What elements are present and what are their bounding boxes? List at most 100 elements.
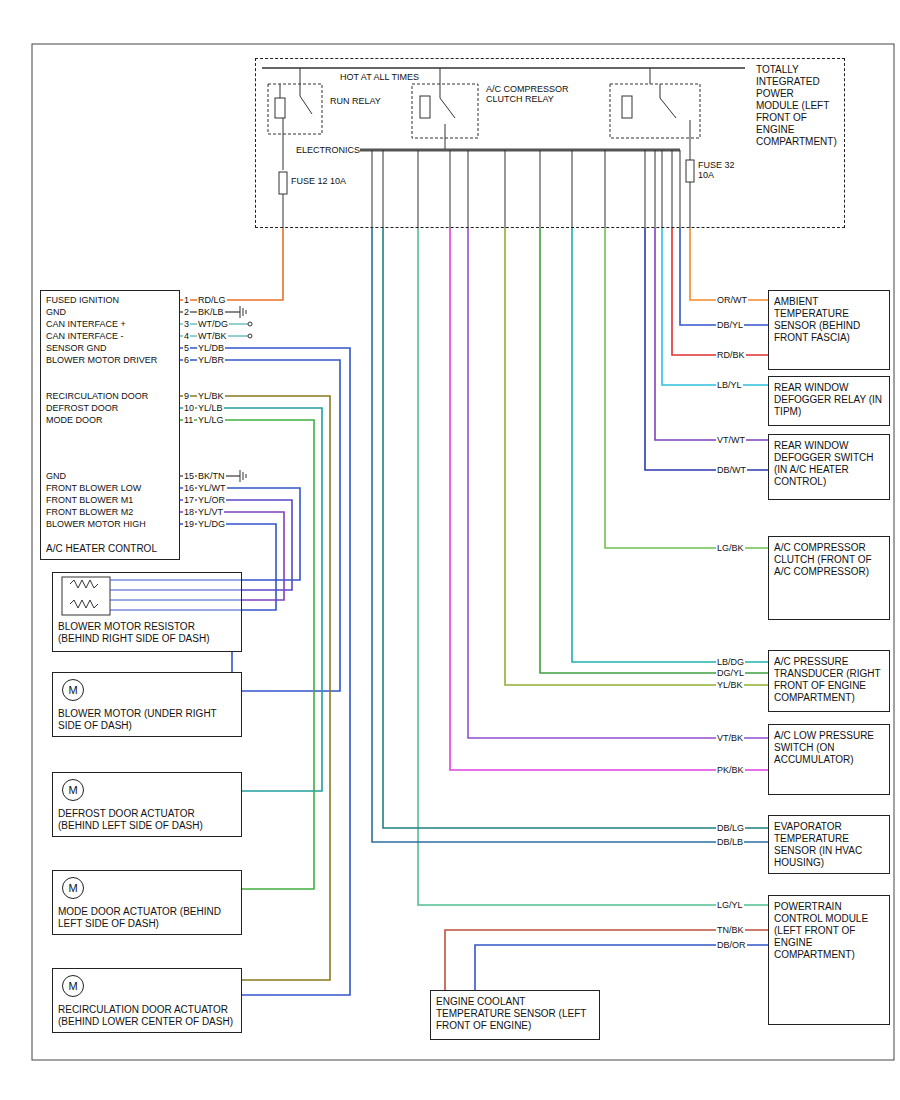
- wire-color: RD/BK: [716, 350, 746, 360]
- control-module: POWERTRAIN CONTROL MODULE (LEFT FRONT OF…: [768, 895, 890, 1025]
- wire: [450, 228, 768, 770]
- pin-name: DEFROST DOOR: [46, 403, 118, 413]
- wire: [540, 228, 768, 673]
- resistor-block: BLOWER MOTOR RESISTOR (BEHIND RIGHT SIDE…: [52, 572, 242, 652]
- wire: [680, 228, 768, 325]
- actuator-box: M DEFROST DOOR ACTUATOR (BEHIND LEFT SIDE…: [52, 772, 242, 837]
- wire-color: YL/LG: [197, 415, 225, 425]
- wire-color: WT/DG: [197, 319, 229, 329]
- wire-color: DB/LB: [716, 837, 744, 847]
- pin-number: 1: [183, 295, 190, 305]
- motor-symbol: M: [62, 779, 84, 801]
- pin-number: 18: [183, 507, 195, 517]
- pin-name: BLOWER MOTOR HIGH: [46, 519, 146, 529]
- sensor-box: ENGINE COOLANT TEMPERATURE SENSOR (LEFT …: [430, 990, 600, 1040]
- wire-color: DG/YL: [716, 668, 745, 678]
- motor-symbol: M: [62, 877, 84, 899]
- pin-number: 11: [183, 415, 194, 425]
- wire: [180, 408, 322, 791]
- wire-color: LG/YL: [716, 900, 744, 910]
- motor-symbol: M: [62, 975, 84, 997]
- wire: [231, 652, 233, 672]
- actuator-box: M MODE DOOR ACTUATOR (BEHIND LEFT SIDE OF…: [52, 870, 242, 935]
- wire: [468, 228, 768, 738]
- switch-box: A/C LOW PRESSURE SWITCH (ON ACCUMULATOR): [768, 724, 890, 795]
- component-label: MODE DOOR ACTUATOR (BEHIND LEFT SIDE OF …: [58, 906, 236, 930]
- wire-color: YL/BK: [716, 680, 744, 690]
- wire: [605, 228, 768, 548]
- wire: [655, 228, 768, 440]
- component-label: A/C LOW PRESSURE SWITCH (ON ACCUMULATOR): [774, 730, 884, 766]
- wire: [180, 420, 314, 889]
- pin-name: GND: [46, 307, 66, 317]
- power-module: TOTALLY INTEGRATED POWER MODULE (LEFT FR…: [255, 58, 845, 228]
- wire: [505, 228, 768, 685]
- wire-color: LG/BK: [716, 543, 745, 553]
- wire: [662, 228, 768, 385]
- wire-color: RD/LG: [197, 295, 227, 305]
- wire-color: YL/BK: [197, 391, 225, 401]
- pin-number: 6: [183, 355, 190, 365]
- wire-color: YL/DB: [197, 343, 225, 353]
- pin-number: 19: [183, 519, 195, 529]
- wire: [180, 512, 284, 600]
- pin-number: 9: [183, 391, 190, 401]
- pin-name: GND: [46, 471, 66, 481]
- relay-label: RUN RELAY: [330, 96, 381, 106]
- fuse-label: FUSE 32 10A: [698, 160, 742, 180]
- component-label: EVAPORATOR TEMPERATURE SENSOR (IN HVAC H…: [774, 821, 884, 869]
- component-label: A/C PRESSURE TRANSDUCER (RIGHT FRONT OF …: [774, 656, 884, 704]
- relay-box: REAR WINDOW DEFOGGER RELAY (IN TIPM): [768, 376, 890, 426]
- wire-color: OR/WT: [716, 295, 748, 305]
- pin-name: RECIRCULATION DOOR: [46, 391, 148, 401]
- pin-number: 4: [183, 331, 190, 341]
- pin-number: 16: [183, 483, 195, 493]
- component-label: ENGINE COOLANT TEMPERATURE SENSOR (LEFT …: [436, 996, 594, 1032]
- wire-color: VT/BK: [716, 733, 744, 743]
- sensor-box: EVAPORATOR TEMPERATURE SENSOR (IN HVAC H…: [768, 815, 890, 874]
- wire: [690, 228, 768, 300]
- component-label: DEFROST DOOR ACTUATOR (BEHIND LEFT SIDE …: [58, 808, 236, 832]
- fuse-label: FUSE 12 10A: [291, 176, 346, 186]
- wire-color: PK/BK: [716, 765, 745, 775]
- wire: [672, 228, 768, 355]
- pin-name: BLOWER MOTOR DRIVER: [46, 355, 157, 365]
- wire-color: YL/BR: [197, 355, 225, 365]
- component-label: A/C COMPRESSOR CLUTCH (FRONT OF A/C COMP…: [774, 542, 884, 578]
- wire-color: BK/LB: [197, 307, 225, 317]
- wire-color: DB/YL: [716, 320, 744, 330]
- component-label: POWERTRAIN CONTROL MODULE (LEFT FRONT OF…: [774, 901, 884, 961]
- bus-label: HOT AT ALL TIMES: [340, 72, 419, 82]
- motor-box: M BLOWER MOTOR (UNDER RIGHT SIDE OF DASH): [52, 672, 242, 737]
- wire-color: TN/BK: [716, 925, 745, 935]
- pin-number: 15: [183, 471, 195, 481]
- sensor-box: AMBIENT TEMPERATURE SENSOR (BEHIND FRONT…: [768, 290, 890, 370]
- pin-name: FRONT BLOWER LOW: [46, 483, 141, 493]
- pin-number: 2: [183, 307, 190, 317]
- component-label: BLOWER MOTOR RESISTOR (BEHIND RIGHT SIDE…: [58, 621, 236, 645]
- clutch-box: A/C COMPRESSOR CLUTCH (FRONT OF A/C COMP…: [768, 536, 890, 620]
- pin-name: FUSED IGNITION: [46, 295, 119, 305]
- component-label: REAR WINDOW DEFOGGER RELAY (IN TIPM): [774, 382, 884, 418]
- wire-color: YL/OR: [197, 495, 226, 505]
- component-label: BLOWER MOTOR (UNDER RIGHT SIDE OF DASH): [58, 708, 236, 732]
- module-label: ELECTRONICS: [296, 145, 360, 155]
- wire: [180, 488, 300, 580]
- switch-box: REAR WINDOW DEFOGGER SWITCH (IN A/C HEAT…: [768, 434, 890, 500]
- wire-color: YL/DG: [197, 519, 226, 529]
- component-label: REAR WINDOW DEFOGGER SWITCH (IN A/C HEAT…: [774, 440, 884, 488]
- wire: [180, 524, 276, 610]
- actuator-box: MRECIRCULATION DOOR ACTUATOR (BEHIND LOW…: [52, 968, 242, 1033]
- wire-color: DB/LG: [716, 823, 745, 833]
- motor-symbol: M: [62, 679, 84, 701]
- wire: [180, 228, 283, 300]
- wire: [445, 930, 768, 990]
- component-label: AMBIENT TEMPERATURE SENSOR (BEHIND FRONT…: [774, 296, 884, 344]
- pin-name: CAN INTERFACE +: [46, 319, 126, 329]
- component-label: TOTALLY INTEGRATED POWER MODULE (LEFT FR…: [756, 64, 839, 148]
- wire: [475, 945, 768, 990]
- pin-name: CAN INTERFACE -: [46, 331, 124, 341]
- transducer-box: A/C PRESSURE TRANSDUCER (RIGHT FRONT OF …: [768, 650, 890, 712]
- wire: [572, 228, 768, 662]
- wire: [180, 396, 330, 980]
